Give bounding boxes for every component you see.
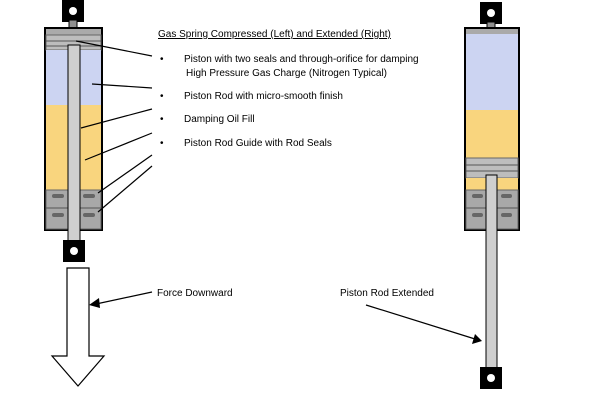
force-callout-arrowhead xyxy=(89,298,100,308)
callout-arrows xyxy=(89,291,482,344)
leader-oil xyxy=(84,132,153,161)
bottom-eyelet-hole xyxy=(487,374,495,382)
extended-callout-arrowhead xyxy=(472,334,482,344)
extended-callout-line xyxy=(365,304,476,340)
leader-guide-2 xyxy=(97,165,153,213)
rod-seal xyxy=(52,194,64,198)
extended-oil-chamber xyxy=(466,110,518,158)
extended-gas-chamber xyxy=(466,34,518,110)
compressed-gas-spring xyxy=(44,0,103,262)
extended-piston-rod xyxy=(485,174,498,371)
leader-gas xyxy=(91,83,153,89)
top-eyelet-hole xyxy=(487,9,495,17)
label-rod-extended: Piston Rod Extended xyxy=(340,288,434,299)
rod-seal xyxy=(472,194,483,198)
diagram-title: Gas Spring Compressed (Left) and Extende… xyxy=(158,29,391,40)
bullet-glyph: • xyxy=(160,54,164,65)
cylinder-top-cap xyxy=(46,29,101,35)
rod-seal xyxy=(83,194,95,198)
label-force-downward: Force Downward xyxy=(157,288,233,299)
rod-seal xyxy=(83,213,95,217)
leader-lines xyxy=(75,40,153,213)
extended-gas-spring xyxy=(464,2,520,389)
label-oil-fill: Damping Oil Fill xyxy=(184,114,255,125)
bullet-glyph: • xyxy=(160,91,164,102)
leader-rod xyxy=(80,108,153,129)
rod-seal xyxy=(52,213,64,217)
label-rod-guide: Piston Rod Guide with Rod Seals xyxy=(184,138,332,149)
cylinder-top-cap xyxy=(466,29,518,34)
force-callout-line xyxy=(95,291,153,305)
bullet-glyph: • xyxy=(160,138,164,149)
force-downward-arrow xyxy=(50,267,106,387)
label-gas-charge: High Pressure Gas Charge (Nitrogen Typic… xyxy=(186,68,387,79)
label-piston: Piston with two seals and through-orific… xyxy=(184,54,419,65)
rod-seal xyxy=(501,213,512,217)
top-eyelet-hole xyxy=(69,7,77,15)
leader-guide-1 xyxy=(97,154,153,194)
bottom-eyelet-hole xyxy=(70,247,78,255)
bullet-glyph: • xyxy=(160,114,164,125)
label-piston-rod: Piston Rod with micro-smooth finish xyxy=(184,91,343,102)
rod-seal xyxy=(501,194,512,198)
compressed-piston-rod xyxy=(67,44,81,246)
rod-seal xyxy=(472,213,483,217)
leader-piston xyxy=(75,40,153,57)
